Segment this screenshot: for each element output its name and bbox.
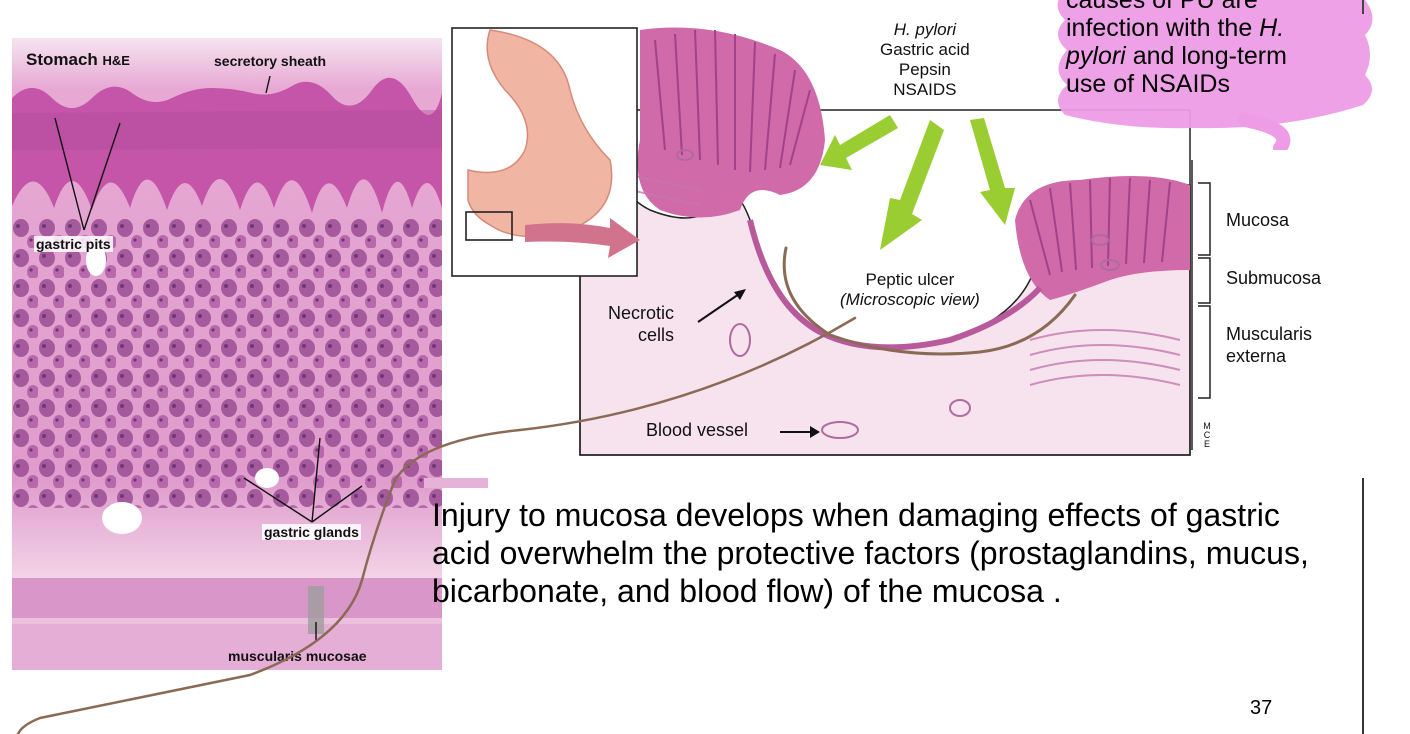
ulcer-subtitle: (Microscopic view) (840, 290, 980, 309)
peptic-ulcer-label: Peptic ulcer (Microscopic view) (840, 270, 980, 310)
note-line-3: pylori and long-term (1066, 42, 1356, 70)
muscularis-externa-label: Muscularis externa (1226, 323, 1312, 367)
connector-stroke (16, 316, 857, 734)
muscularis-mucosae-label: muscularis mucosae (228, 648, 367, 664)
ulcer-illustration (451, 27, 1211, 456)
causes-note: causes of PU are infection with the H. p… (1066, 0, 1356, 98)
stain-label: H&E (102, 53, 130, 68)
cause-nsaids: NSAIDS (893, 80, 957, 99)
page-number: 37 (1250, 697, 1273, 719)
peptic-ulcer-diagram: H. pylori Gastric acid Pepsin NSAIDS Pep… (450, 20, 1321, 460)
body-text-top-accent (424, 478, 488, 488)
muscularis-line-1: Muscularis (1226, 324, 1313, 344)
stomach-label: Stomach (26, 50, 98, 69)
mucosa-label: Mucosa (1226, 210, 1290, 230)
necrotic-line-2: cells (638, 325, 675, 345)
note-line-2: infection with the H. (1066, 14, 1356, 42)
cause-pepsin: Pepsin (898, 60, 951, 79)
causes-list: H. pylori Gastric acid Pepsin NSAIDS (880, 20, 970, 100)
muscularis-line-2: externa (1226, 346, 1287, 366)
image-credit-mark: MCE (1203, 421, 1211, 449)
histology-micrograph: Stomach H&E secretory sheath gastric pit… (12, 38, 442, 670)
histology-title: Stomach H&E (26, 50, 130, 70)
cause-h-pylori: H. pylori (893, 20, 957, 39)
note-line-3-text: and long-term (1125, 42, 1287, 70)
body-paragraph: Injury to mucosa develops when damaging … (432, 497, 1309, 609)
highlighter-scribble (1057, 0, 1373, 150)
right-edge-mark-top (1362, 0, 1364, 14)
note-line-4: use of NSAIDs (1066, 70, 1230, 98)
ulcer-title: Peptic ulcer (865, 270, 955, 289)
secretory-sheath-label: secretory sheath (214, 53, 327, 69)
note-line-2-italic: H. (1259, 14, 1285, 42)
necrotic-line-1: Necrotic (608, 303, 675, 323)
note-line-2-text: infection with the (1066, 14, 1260, 42)
stomach-histology-image (12, 38, 442, 670)
gastric-glands-label: gastric glands (262, 524, 361, 540)
note-line-3-italic: pylori (1066, 42, 1126, 70)
submucosa-label: Submucosa (1226, 268, 1322, 288)
cause-gastric-acid: Gastric acid (880, 40, 970, 59)
blood-vessel-label: Blood vessel (646, 420, 749, 440)
gastric-pits-label: gastric pits (34, 236, 113, 252)
necrotic-cells-label: Necrotic cells (608, 302, 674, 346)
right-divider-line (1362, 478, 1364, 734)
ulcer-underline-stroke (782, 246, 1077, 356)
note-line-1: causes of PU are (1066, 0, 1258, 14)
